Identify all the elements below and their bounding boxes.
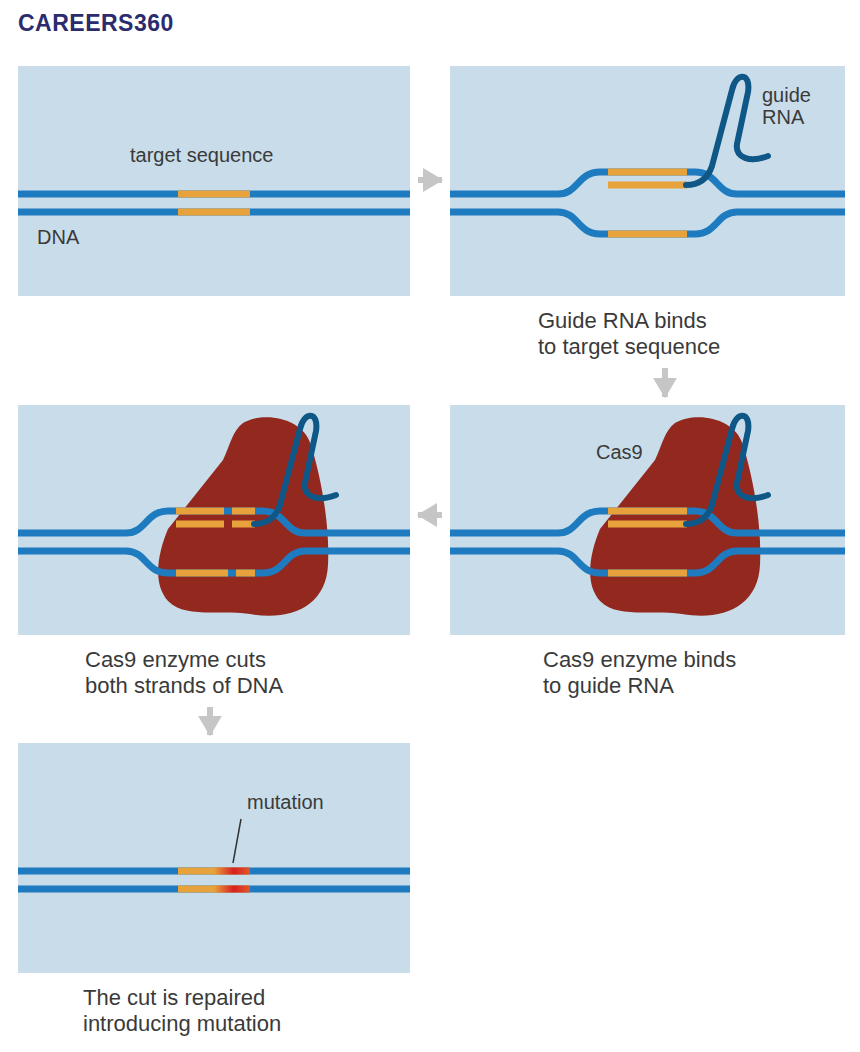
dna-bubble-rna — [450, 77, 845, 234]
cas9-cutting — [18, 416, 410, 616]
part-label: Cas9 — [596, 441, 643, 463]
brand-logo: CAREERS360 — [18, 10, 174, 37]
step-panel: guide RNA Guide RNA binds to target seque… — [450, 66, 845, 360]
step-panel: target sequenceDNA — [18, 66, 410, 296]
panel-ground — [18, 405, 410, 635]
flow-arrow — [418, 512, 442, 518]
step-panel: Cas9Cas9 enzyme binds to guide RNA — [450, 405, 845, 699]
part-label: DNA — [37, 226, 79, 248]
step-panel: mutationThe cut is repaired introducing … — [18, 743, 410, 1037]
dna-straight — [18, 194, 410, 212]
part-label: mutation — [247, 791, 324, 813]
step-caption: Cas9 enzyme binds to guide RNA — [543, 647, 743, 699]
cas9-bound — [450, 416, 845, 616]
panel-ground — [18, 743, 410, 973]
step-panel: Cas9 enzyme cuts both strands of DNA — [18, 405, 410, 699]
step-caption: Cas9 enzyme cuts both strands of DNA — [85, 647, 293, 699]
flow-arrow — [662, 368, 668, 397]
panel-ground — [450, 405, 845, 635]
step-caption: Guide RNA binds to target sequence — [538, 308, 730, 360]
flow-arrow — [418, 177, 442, 183]
dna-repaired — [18, 819, 410, 893]
part-label: target sequence — [130, 144, 273, 166]
flow-arrow — [207, 707, 213, 735]
part-label: guide RNA — [762, 84, 834, 128]
step-caption: The cut is repaired introducing mutation — [83, 985, 293, 1037]
panel-ground — [18, 66, 410, 296]
